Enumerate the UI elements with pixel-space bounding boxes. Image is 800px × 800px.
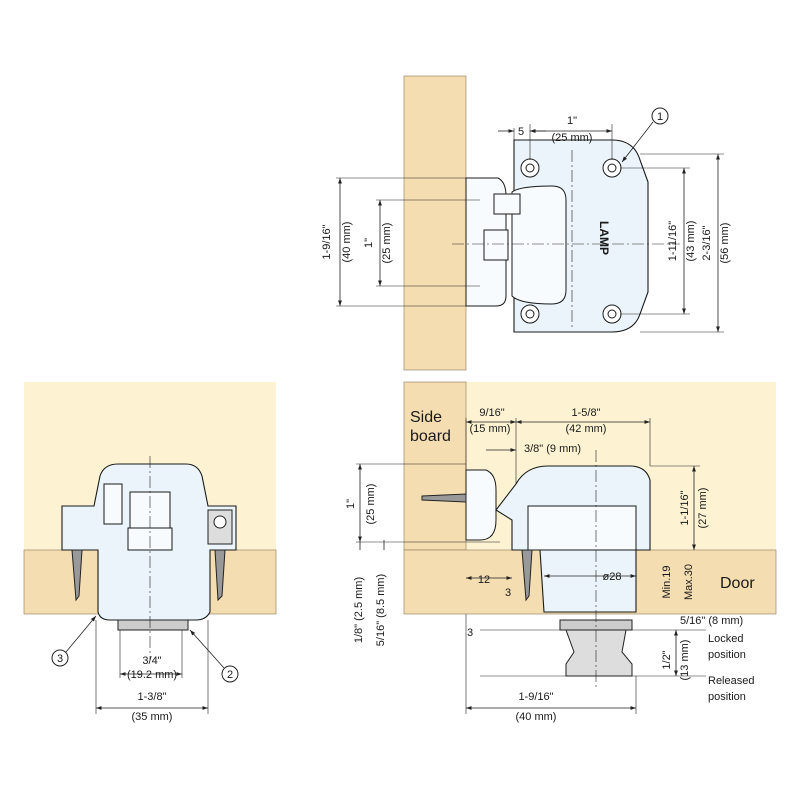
svg-text:1/8" (2.5 mm): 1/8" (2.5 mm): [353, 577, 365, 643]
svg-text:9/16": 9/16": [479, 407, 504, 419]
svg-text:position: position: [708, 691, 746, 703]
svg-text:position: position: [708, 649, 746, 661]
svg-text:12: 12: [478, 574, 490, 586]
svg-text:1-5/8": 1-5/8": [572, 407, 601, 419]
svg-text:(56 mm): (56 mm): [719, 223, 731, 264]
strike-plate: [465, 469, 497, 541]
svg-text:5/16" (8 mm): 5/16" (8 mm): [680, 615, 743, 627]
side-board: [403, 381, 467, 551]
svg-text:1": 1": [363, 238, 375, 248]
svg-text:ø28: ø28: [603, 571, 622, 583]
button-released: [565, 629, 633, 677]
svg-text:1: 1: [657, 111, 663, 123]
callout-3: [51, 649, 69, 667]
svg-text:3/8" (9 mm): 3/8" (9 mm): [524, 443, 581, 455]
side-board-top: [403, 75, 467, 371]
svg-text:1-9/16": 1-9/16": [321, 224, 333, 259]
front-view: 3 2 3/4" (19.2 mm) 1-3/8" (35 mm): [23, 382, 277, 723]
svg-text:1/2": 1/2": [661, 650, 673, 669]
svg-text:(42 mm): (42 mm): [566, 423, 607, 435]
svg-text:1-11/16": 1-11/16": [667, 221, 679, 261]
svg-text:3: 3: [505, 587, 511, 599]
label-board: board: [410, 428, 451, 445]
svg-text:1-1/16": 1-1/16": [679, 490, 691, 525]
svg-text:3: 3: [467, 627, 473, 639]
svg-text:(35 mm): (35 mm): [132, 711, 173, 723]
screw-hole-icon: [520, 158, 622, 324]
latch-tab: [493, 193, 521, 215]
svg-text:(25 mm): (25 mm): [552, 132, 593, 144]
svg-text:1-3/8": 1-3/8": [138, 691, 167, 703]
screw-icon: [71, 509, 233, 602]
svg-text:Min.19: Min.19: [661, 565, 673, 598]
svg-text:(25 mm): (25 mm): [381, 223, 393, 264]
callout-1: [651, 107, 669, 125]
svg-text:5: 5: [518, 126, 524, 138]
svg-text:(40 mm): (40 mm): [516, 711, 557, 723]
catch-body: [511, 185, 567, 305]
svg-text:1": 1": [567, 115, 577, 127]
svg-text:(43 mm): (43 mm): [685, 221, 697, 262]
screw-side-icon: [421, 493, 467, 503]
top-view: LAMP 1 5 1" (25 mm) 1-9/16" (40 mm) 1" (…: [321, 75, 731, 371]
svg-text:Max.30: Max.30: [683, 564, 695, 600]
svg-text:(40 mm): (40 mm): [341, 222, 353, 263]
svg-text:1-9/16": 1-9/16": [518, 691, 553, 703]
svg-text:2: 2: [227, 669, 233, 681]
label-locked: Locked: [708, 633, 743, 645]
svg-text:3/4": 3/4": [142, 655, 161, 667]
svg-text:5/16" (8.5 mm): 5/16" (8.5 mm): [375, 574, 387, 646]
svg-text:(15 mm): (15 mm): [470, 423, 511, 435]
side-view: Side board Door 9/16" (15 mm) 1-5/8" (42…: [345, 381, 777, 723]
svg-text:(19.2 mm): (19.2 mm): [127, 669, 177, 681]
brand-label: LAMP: [597, 221, 611, 255]
svg-text:(27 mm): (27 mm): [697, 488, 709, 529]
svg-text:3: 3: [57, 653, 63, 665]
label-released: Released: [708, 675, 754, 687]
latch-hook: [483, 229, 509, 261]
callout-2: [221, 665, 239, 683]
label-door: Door: [720, 575, 755, 592]
svg-text:(13 mm): (13 mm): [679, 640, 691, 681]
svg-text:2-3/16": 2-3/16": [701, 225, 713, 260]
label-side: Side: [410, 409, 442, 426]
release-button: [117, 619, 189, 631]
svg-text:(25 mm): (25 mm): [365, 484, 377, 525]
svg-text:1": 1": [345, 499, 357, 509]
